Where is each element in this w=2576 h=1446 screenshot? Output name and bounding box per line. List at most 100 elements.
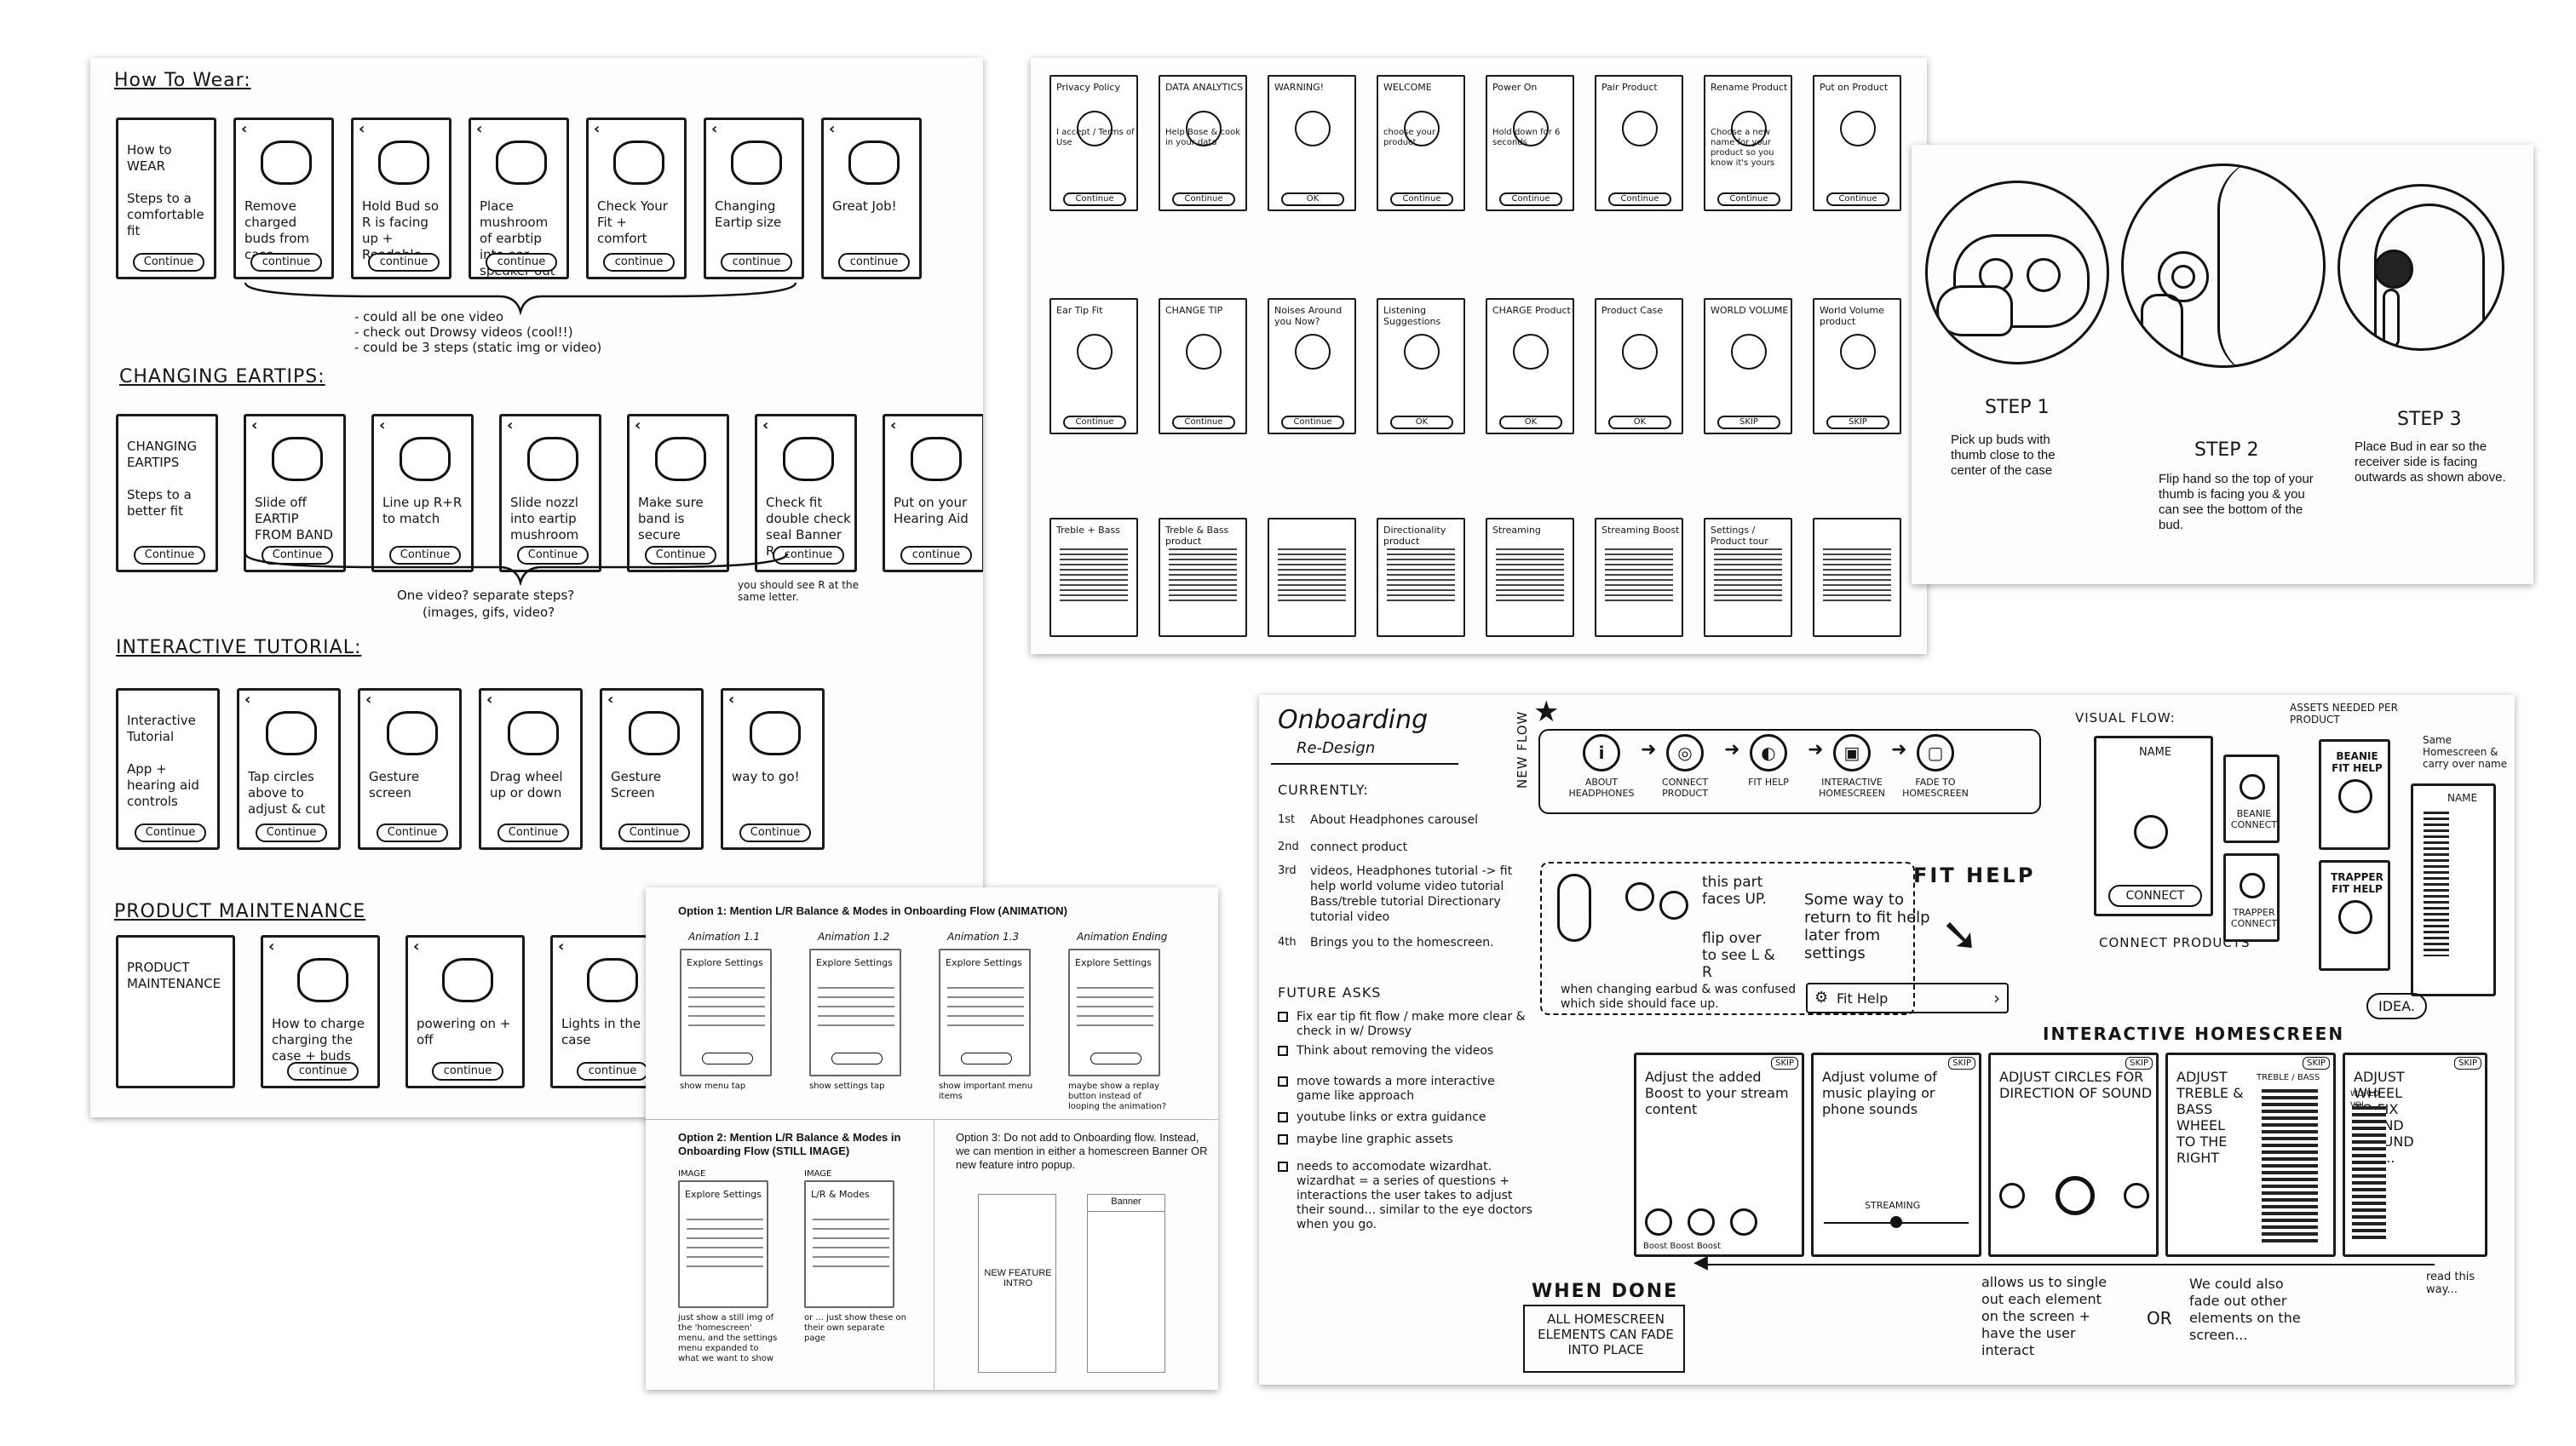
chevron-left-icon[interactable]: ‹ [244,691,251,709]
wireframe-bar [1605,545,1673,605]
chevron-left-icon[interactable]: ‹ [486,691,493,709]
connect-button[interactable]: CONNECT [2108,885,2202,907]
continue-button[interactable]: continue [773,546,844,565]
continue-button[interactable]: Continue [262,546,333,565]
illustration [911,437,962,481]
continue-button[interactable]: continue [287,1062,359,1081]
continue-button[interactable]: continue [603,253,675,272]
image-frame: L/R & Modes [804,1180,894,1308]
chevron-left-icon[interactable]: ‹ [594,120,601,138]
chevron-left-icon[interactable]: ‹ [507,416,514,434]
chevron-left-icon[interactable]: ‹ [379,416,386,434]
future-ask-item: move towards a more interactive game lik… [1297,1075,1495,1103]
arrow-right-icon: ➜ [1808,739,1824,760]
wireframe-button[interactable]: Continue [1826,192,1889,206]
chevron-left-icon[interactable]: ‹ [365,691,372,709]
skip-tag[interactable]: SKIP [1771,1057,1798,1070]
chevron-left-icon[interactable]: ‹ [829,120,836,138]
continue-button[interactable]: Continue [497,823,569,842]
frame-lines [688,979,765,1030]
chevron-left-icon[interactable]: ‹ [268,938,275,955]
continue-button[interactable]: continue [838,253,910,272]
continue-button[interactable]: Continue [256,823,327,842]
wireframe-button[interactable]: SKIP [1826,416,1889,429]
wireframe-title: Product Case [1601,305,1664,316]
continue-button[interactable]: Continue [377,823,448,842]
continue-button[interactable]: Continue [135,823,206,842]
checkbox[interactable] [1278,1134,1288,1145]
boost-circle[interactable] [1730,1208,1757,1236]
wireframe-button[interactable]: Continue [1608,192,1671,206]
continue-button[interactable]: continue [368,253,440,272]
wireframe-button[interactable]: OK [1281,192,1344,206]
chevron-left-icon[interactable]: ‹ [251,416,258,434]
wireframe-button[interactable]: Continue [1172,416,1235,429]
direction-circle[interactable] [2124,1183,2149,1208]
continue-button[interactable]: Continue [645,546,716,565]
wireframe-title: DATA ANALYTICS [1165,82,1244,93]
chevron-left-icon[interactable]: ‹ [762,416,769,434]
chevron-left-icon[interactable]: ‹ [558,938,565,955]
continue-button[interactable]: Continue [618,823,690,842]
chevron-left-icon[interactable]: ‹ [607,691,614,709]
skip-tag[interactable]: SKIP [2125,1057,2153,1070]
world-vol-wheel[interactable] [2352,1106,2386,1242]
continue-button[interactable]: Continue [389,546,461,565]
chevron-left-icon[interactable]: ‹ [241,120,248,138]
checkbox[interactable] [1278,1076,1288,1087]
boost-circle[interactable] [1645,1208,1672,1236]
arrow-left-icon: ◀ [1693,1252,1708,1273]
skip-tag[interactable]: SKIP [1948,1057,1975,1070]
wireframe-button[interactable]: Continue [1499,192,1562,206]
wireframe-illustration [1513,111,1549,146]
chevron-left-icon[interactable]: ‹ [413,938,420,955]
skip-tag[interactable]: SKIP [2454,1057,2481,1070]
checkbox[interactable] [1278,1012,1288,1022]
chevron-left-icon[interactable]: ‹ [359,120,365,138]
wireframe-button[interactable]: Continue [1063,416,1126,429]
boost-circle[interactable] [1688,1208,1715,1236]
fit-note-confused: when changing earbud & was confused whic… [1561,983,1797,1011]
interactive-homescreen-title: INTERACTIVE HOMESCREEN [2043,1024,2345,1044]
continue-button[interactable]: Continue [134,546,205,565]
continue-button[interactable]: Continue [517,546,589,565]
wireframe-screen: Treble + Bass [1049,518,1138,637]
treble-bass-wheel[interactable] [2262,1089,2318,1242]
continue-button[interactable]: continue [900,546,972,565]
wireframe-button[interactable]: Continue [1390,192,1453,206]
wireframe-button[interactable]: Continue [1281,416,1344,429]
wireframe-button[interactable]: OK [1608,416,1671,429]
wireframe-button[interactable]: OK [1390,416,1453,429]
direction-circle[interactable] [1999,1183,2025,1208]
continue-button[interactable]: Continue [133,253,204,272]
continue-button[interactable]: continue [577,1062,648,1081]
checkbox[interactable] [1278,1162,1288,1172]
continue-button[interactable]: continue [250,253,322,272]
continue-button[interactable]: continue [486,253,557,272]
continue-button[interactable]: continue [721,253,792,272]
checkbox[interactable] [1278,1046,1288,1056]
chevron-left-icon[interactable]: ‹ [711,120,718,138]
skip-tag[interactable]: SKIP [2303,1057,2330,1070]
wireframe-button[interactable]: OK [1499,416,1562,429]
direction-circle[interactable] [2056,1176,2095,1215]
wireframe-button[interactable]: SKIP [1717,416,1780,429]
wireframe-title: Ear Tip Fit [1056,305,1103,316]
continue-button[interactable]: continue [432,1062,503,1081]
slider-knob[interactable] [1890,1216,1902,1228]
homescreen-card-title: ADJUST TREBLE & BASS WHEEL TO THE RIGHT [2176,1069,2244,1166]
fit-help-button[interactable]: ⚙ Fit Help › [1806,983,2009,1013]
chevron-left-icon[interactable]: ‹ [890,416,897,434]
checkbox[interactable] [1278,1112,1288,1122]
wireframe-button[interactable]: Continue [1717,192,1780,206]
continue-button[interactable]: Continue [739,823,811,842]
chevron-left-icon[interactable]: ‹ [476,120,483,138]
chevron-left-icon[interactable]: ‹ [728,691,735,709]
wireframe-title: WELCOME [1383,82,1432,93]
same-homescreen-note: Same Homescreen & carry over name [2423,734,2508,770]
wireframe-button[interactable]: Continue [1172,192,1235,206]
wireframe-button[interactable]: Continue [1063,192,1126,206]
chevron-left-icon[interactable]: ‹ [635,416,641,434]
